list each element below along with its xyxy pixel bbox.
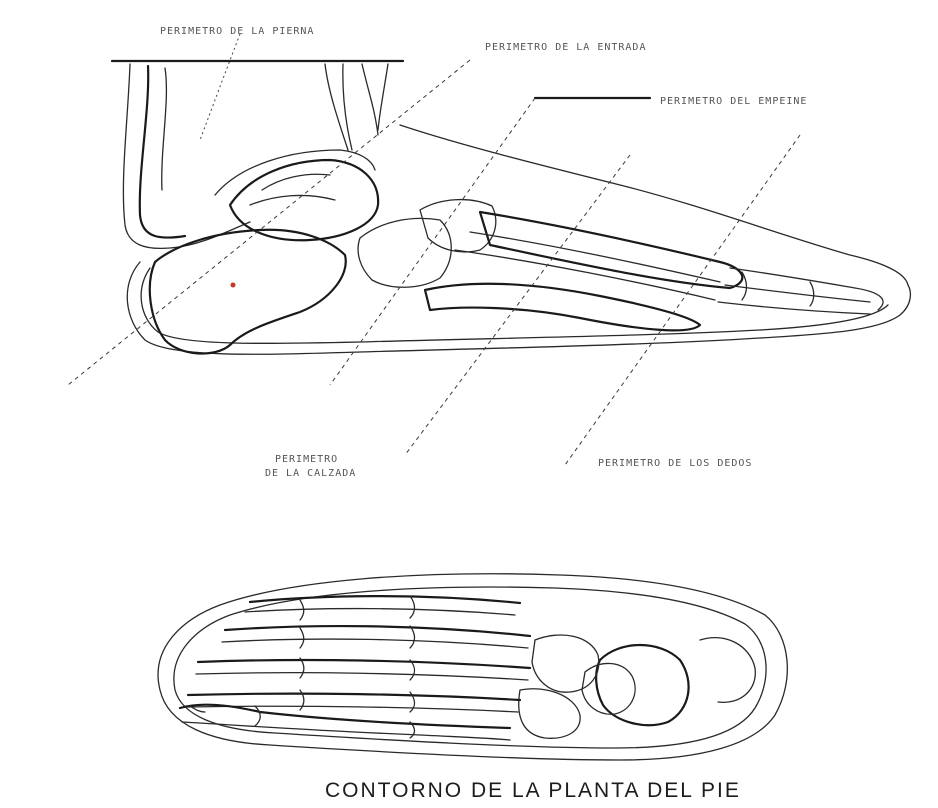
toe-tip [855,288,883,310]
label-perimetro-calzada-2: DE LA CALZADA [265,468,356,479]
sole-joint-b [300,628,304,648]
leg-perimeter-leader [200,34,240,140]
phalanx-3 [718,302,870,314]
sole-ray-3-bottom [196,673,528,680]
sole-calcaneus [596,645,688,725]
sole-joint-f [410,596,415,618]
sole-joint-g [410,626,415,648]
talus-bone [230,160,378,240]
phalanx-1 [730,268,855,288]
leg-inner-line [162,68,167,190]
inner-flesh-outline [141,268,888,343]
sole-joint-e [255,706,260,726]
labels: PERIMETRO DE LA PIERNA PERIMETRO DE LA E… [160,26,807,479]
sole-contour [127,262,910,354]
sole-talus [582,663,635,714]
calcaneus-bone [150,230,346,354]
foot-dorsum-contour [400,125,908,285]
navicular-bone [358,218,451,287]
sole-ray-1-top [250,596,520,603]
talus-detail-1 [262,174,330,190]
label-perimetro-empeine: PERIMETRO DEL EMPEINE [660,96,807,107]
instep-perimeter-line [330,98,535,385]
label-perimetro-dedos: PERIMETRO DE LOS DEDOS [598,458,752,469]
shin-line-3 [362,64,378,135]
sole-caption: CONTORNO DE LA PLANTA DEL PIE [325,779,741,802]
sole-joint-c [300,658,304,678]
label-perimetro-pierna: PERIMETRO DE LA PIERNA [160,26,314,37]
sole-ray-4-top [188,694,520,700]
shin-line-4 [378,64,388,130]
red-mark [231,283,236,288]
entrance-perimeter-line [68,60,470,385]
sole-navicular [532,635,599,692]
label-perimetro-calzada-1: PERIMETRO [275,454,338,465]
toes-perimeter-line [565,135,800,465]
sole-cuboid [519,689,580,739]
sole-heel-curve [700,638,755,703]
sole-joint-h [410,660,415,680]
label-perimetro-entrada: PERIMETRO DE LA ENTRADA [485,42,646,53]
sole-ray-2-bottom [222,639,528,648]
sole-view-foot [158,574,787,760]
sole-ray-3-top [198,660,530,668]
talus-detail-2 [250,195,335,205]
sole-ray-2-top [225,626,530,636]
calzada-perimeter-line [405,155,630,455]
toe-joint-2 [810,282,814,306]
metatarsal-2 [470,232,720,282]
sole-ray-1-bottom [245,609,515,615]
metatarsal-5 [425,284,700,331]
